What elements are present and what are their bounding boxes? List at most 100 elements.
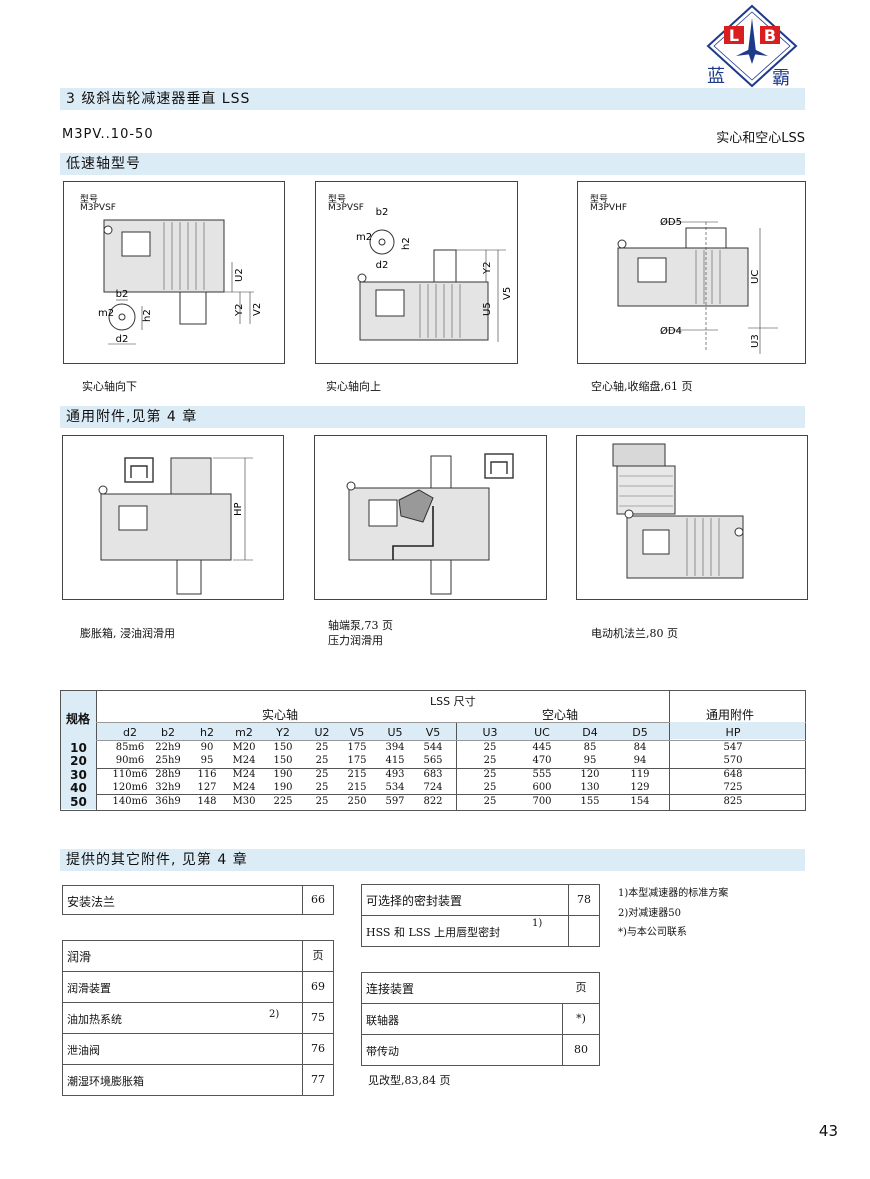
type-label: 型号	[80, 195, 99, 205]
dim-b2: b2	[116, 289, 129, 300]
spec-cell: 555	[532, 769, 552, 780]
caption-solid-down: 实心轴向下	[82, 380, 137, 393]
spec-cell: 25	[483, 742, 497, 753]
spec-cell: 683	[423, 769, 443, 780]
spec-size: 20	[70, 754, 87, 768]
coupling-header: 连接装置	[366, 982, 415, 996]
spec-cell: 150	[273, 755, 293, 766]
spec-cell: 155	[580, 796, 600, 807]
type-label: 型号	[328, 195, 347, 205]
type-model: M3PVSF	[328, 203, 364, 213]
shaft-pump-drawing	[346, 453, 514, 595]
spec-cell: 190	[273, 769, 293, 780]
spec-table-frame	[60, 690, 806, 811]
spec-cell: 90	[200, 742, 214, 753]
diagram-shaft-pump	[314, 435, 547, 600]
lubrication-page: 69	[302, 972, 333, 1002]
spec-lss-head: LSS 尺寸	[430, 695, 476, 708]
lubrication-item: 润滑装置	[67, 982, 111, 995]
spec-cell: 25	[315, 782, 329, 793]
spec-size: 40	[70, 781, 87, 795]
spec-size: 30	[70, 768, 87, 782]
spec-col-header: UC	[534, 726, 550, 739]
spec-cell: 95	[200, 755, 214, 766]
spec-cell: 22h9	[155, 742, 181, 753]
spec-cell: 25	[483, 755, 497, 766]
spec-size: 10	[70, 741, 87, 755]
seal-item: HSS 和 LSS 上用唇型密封	[366, 926, 501, 939]
spec-cell: M30	[232, 796, 256, 807]
lubrication-header: 润滑	[67, 950, 92, 964]
spec-cell: 700	[532, 796, 552, 807]
spec-cell: 445	[532, 742, 552, 753]
diagram-solid-down: 型号 M3PVSF b2 m2 d2 h2 U2 Y2 V2	[63, 181, 285, 364]
spec-col-header: V5	[425, 726, 441, 739]
lubrication-item: 泄油阀	[67, 1044, 100, 1057]
spec-cell: 25	[483, 769, 497, 780]
lubrication-page: 77	[302, 1065, 333, 1095]
spec-cell: 190	[273, 782, 293, 793]
company-logo: L B	[706, 4, 798, 88]
spec-col-header: V5	[349, 726, 365, 739]
diagram-solid-up: 型号 M3PVSF b2 m2 d2 h2 Y2 U5 V5	[315, 181, 518, 364]
coupling-page: 80	[562, 1035, 599, 1065]
caption-motor-flange: 电动机法兰,80 页	[591, 627, 678, 640]
lubrication-note: 2)	[269, 1009, 280, 1020]
spec-cell: 725	[723, 782, 743, 793]
spec-cell: 119	[630, 769, 650, 780]
spec-cell: 140m6	[112, 796, 148, 807]
spec-cell: 600	[532, 782, 552, 793]
lubrication-item: 潮湿环境膨胀箱	[67, 1075, 144, 1088]
spec-cell: 597	[385, 796, 405, 807]
dim-v5: V5	[502, 287, 513, 300]
dim-uc: UC	[750, 270, 761, 284]
expansion-tank-drawing: HP	[98, 457, 253, 595]
gearbox-drawing: ØD5 ØD4 UC U3	[617, 216, 778, 354]
spec-col-header: d2	[123, 726, 137, 739]
spec-cell: M24	[232, 769, 256, 780]
spec-cell: 110m6	[112, 769, 148, 780]
gearbox-drawing: b2 m2 d2 h2 U2 Y2 V2	[98, 219, 263, 345]
spec-cell: 470	[532, 755, 552, 766]
svg-text:B: B	[764, 26, 776, 45]
note-1: 1)本型减速器的标准方案	[618, 888, 729, 899]
type-model: M3PVHF	[590, 203, 628, 213]
spec-common-head: 通用附件	[706, 708, 755, 722]
spec-cell: 95	[583, 755, 597, 766]
spec-cell: 25	[315, 769, 329, 780]
caption-shaft-pump-2: 压力润滑用	[328, 634, 383, 647]
spec-cell: 150	[273, 742, 293, 753]
spec-cell: 493	[385, 769, 405, 780]
subtitle-right: 实心和空心LSS	[716, 131, 805, 146]
spec-cell: 25	[483, 782, 497, 793]
spec-cell: 175	[347, 742, 367, 753]
gearbox-drawing: b2 m2 d2 h2 Y2 U5 V5	[356, 207, 513, 342]
dim-d4: ØD4	[660, 325, 682, 337]
dim-y2: Y2	[234, 304, 245, 317]
logo-brand-right: 霸	[772, 68, 790, 89]
spec-size: 50	[70, 795, 87, 809]
spec-cell: 215	[347, 782, 367, 793]
dim-m2: m2	[98, 308, 114, 319]
caption-hollow: 空心轴,收缩盘,61 页	[591, 380, 693, 393]
spec-solid-head: 实心轴	[262, 708, 299, 722]
caption-shaft-pump: 轴端泵,73 页	[328, 619, 393, 632]
dim-d2: d2	[116, 334, 129, 345]
flange-page: 66	[302, 886, 333, 914]
spec-cell: 215	[347, 769, 367, 780]
spec-cell: 570	[723, 755, 743, 766]
spec-cell: M20	[232, 742, 256, 753]
section-accessories: 通用附件,见第 4 章	[60, 406, 805, 428]
seal-note: 1)	[532, 918, 543, 929]
diagram-motor-flange	[576, 435, 808, 600]
spec-col-header: h2	[200, 726, 214, 739]
spec-row-head: 规格	[66, 712, 91, 726]
page-title: 3 级斜齿轮减速器垂直 LSS	[60, 88, 805, 110]
spec-cell: 547	[723, 742, 743, 753]
spec-cell: 225	[273, 796, 293, 807]
page-number: 43	[818, 1122, 838, 1140]
flange-box: 安装法兰 66	[62, 885, 334, 915]
svg-text:L: L	[729, 26, 739, 45]
spec-cell: 825	[723, 796, 743, 807]
